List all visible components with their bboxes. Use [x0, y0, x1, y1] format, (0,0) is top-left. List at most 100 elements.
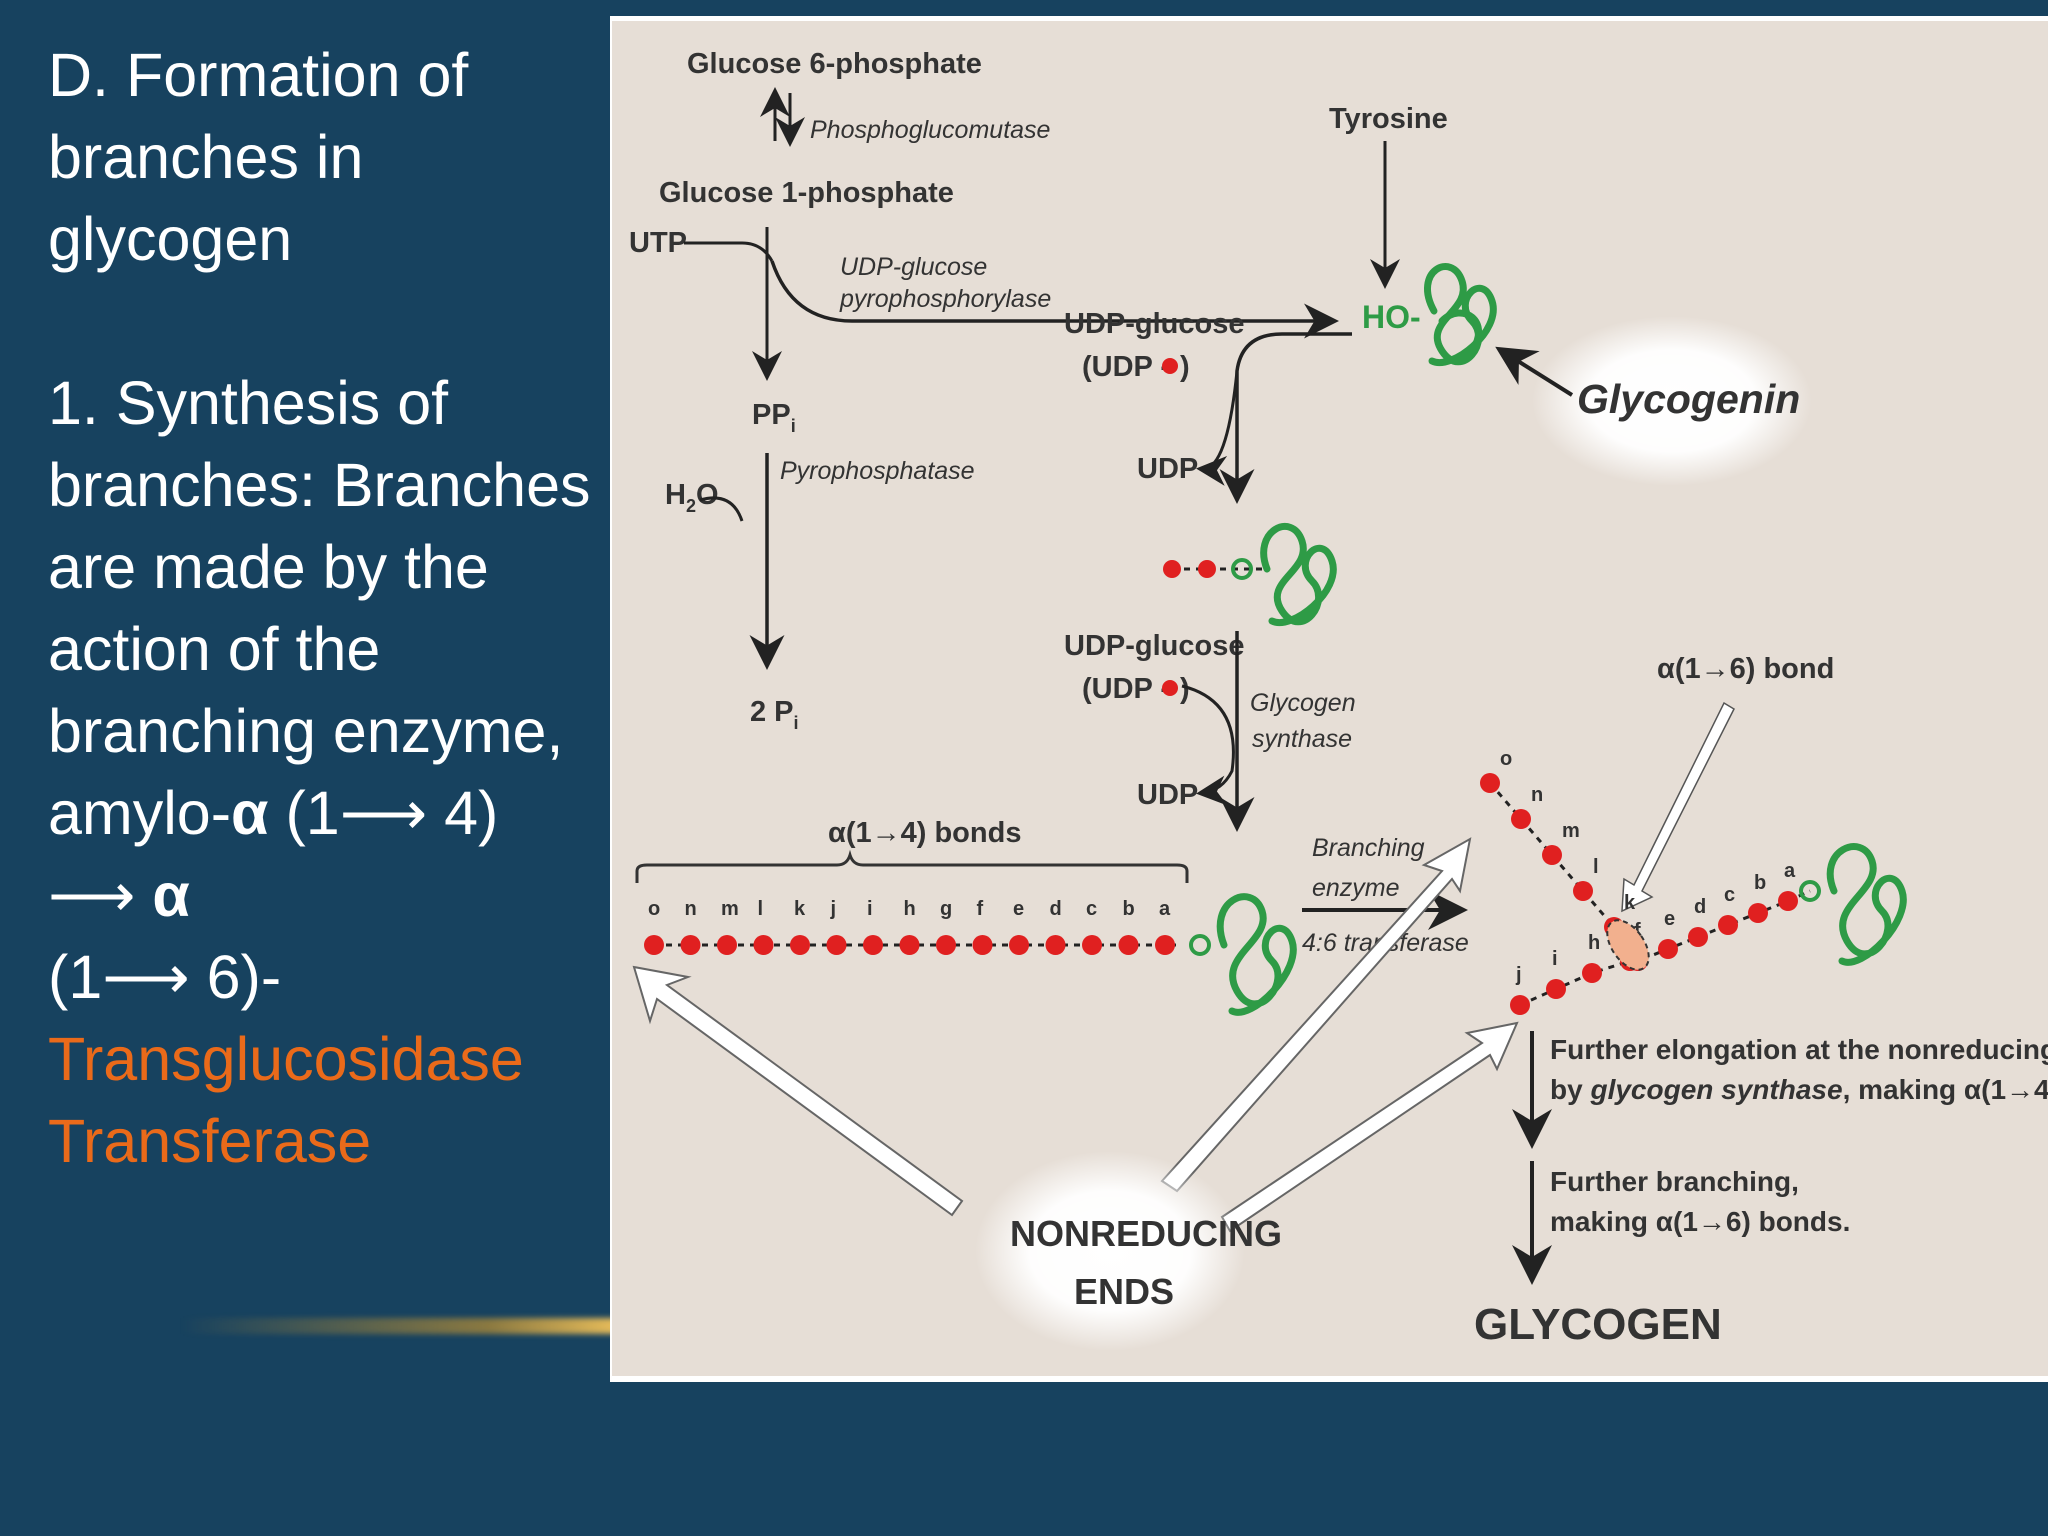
label-glycogen: GLYCOGEN — [1474, 1300, 1722, 1349]
label-elongation-2: by glycogen synthase, making α(1→4) bond… — [1550, 1074, 2048, 1105]
label-glycogenin: Glycogenin — [1577, 376, 1800, 422]
chain-letter: m — [721, 898, 739, 920]
chain-letter: j — [1515, 964, 1522, 986]
chain-letter: c — [1724, 884, 1735, 906]
label-glucose-1-phosphate: Glucose 1-phosphate — [659, 177, 954, 209]
chain-letter: l — [758, 898, 764, 920]
glucose-dot — [1510, 995, 1530, 1015]
glycogen-synthesis-diagram: Glucose 6-phosphate Phosphoglucomutase G… — [629, 48, 2048, 1351]
glucose-dot — [717, 935, 737, 955]
label-2pi: 2 Pi — [750, 696, 799, 733]
chain-letter: e — [1013, 898, 1024, 920]
chain-letter: b — [1754, 872, 1766, 894]
label-glycogen-synthase-2: synthase — [1252, 725, 1352, 753]
arrow-nonreducing-right — [1220, 1021, 1519, 1233]
label-a14-bonds: α(1→4) bonds — [828, 817, 1021, 849]
nonreducing-halo — [975, 1151, 1245, 1351]
label-nonreducing-2: ENDS — [1074, 1271, 1174, 1312]
glucose-dot — [1198, 560, 1216, 578]
chain-letter: j — [830, 898, 837, 920]
chain-letter: o — [1500, 748, 1512, 770]
heading-line-1: D. Formation of — [48, 41, 469, 109]
para-line-6c: (1⟶ 4) ⟶ — [48, 779, 499, 929]
slide-text: D. Formation of branches in glycogen 1. … — [48, 34, 593, 1182]
chain-letter: h — [1588, 932, 1600, 954]
glycogenin-protein-icon — [1216, 893, 1297, 1016]
para-line-7: (1⟶ 6)- — [48, 943, 282, 1011]
label-h2o: H2O — [665, 479, 719, 516]
glucose-dot — [680, 935, 701, 955]
glucose-dot — [1118, 935, 1139, 955]
chain-letter: h — [904, 898, 916, 920]
chain-letter: a — [1159, 898, 1171, 920]
glucose-dot — [1045, 935, 1066, 955]
glucose-dot — [1542, 845, 1562, 865]
chain-letter: n — [1531, 784, 1543, 806]
glycogenin-protein-icon — [1826, 843, 1907, 966]
para-line-6a: amylo- — [48, 779, 232, 847]
glucose-dot — [972, 935, 993, 955]
glucose-dot — [753, 935, 774, 955]
label-a16-bond: α(1→6) bond — [1657, 653, 1834, 685]
label-utp: UTP — [629, 227, 687, 259]
chain-letter: m — [1562, 820, 1580, 842]
chain-letter: k — [1624, 892, 1636, 914]
glucose-dot — [1162, 358, 1178, 374]
a14-bracket — [635, 849, 1189, 883]
label-ppi: PPi — [752, 399, 796, 436]
glucose-dot — [1573, 881, 1593, 901]
label-elongation-1: Further elongation at the nonreducing en… — [1550, 1034, 2048, 1065]
label-glucose-6-phosphate: Glucose 6-phosphate — [687, 48, 982, 80]
chain-letter: f — [1634, 920, 1641, 942]
glucose-dot — [1163, 560, 1181, 578]
chain-letter: i — [1552, 948, 1558, 970]
para-line-1: 1. Synthesis of — [48, 369, 449, 437]
chain-letter: e — [1664, 908, 1675, 930]
alpha-symbol: α — [231, 779, 269, 847]
label-udp-glucose-2: UDP-glucose — [1064, 630, 1244, 662]
arrow-nonreducing-left — [632, 965, 964, 1217]
glucose-dot — [899, 935, 920, 955]
chain-letter: b — [1123, 898, 1135, 920]
glucose-dot — [863, 935, 883, 955]
glucose-dot — [1162, 680, 1178, 696]
branch-point-highlight — [1606, 919, 1650, 971]
glycogenin-halo — [1532, 316, 1812, 486]
para-line-2: branches: Branches — [48, 451, 591, 519]
glucose-dot — [1778, 891, 1798, 911]
label-udp-2: UDP — [1137, 779, 1198, 811]
chain-letter: i — [867, 898, 873, 920]
slide-heading: D. Formation of branches in glycogen — [48, 34, 593, 280]
label-ho: HO- — [1362, 299, 1421, 335]
arrow-glycogenin — [1495, 346, 1574, 397]
glucose-dot — [1748, 903, 1768, 923]
diagram-panel: Glucose 6-phosphate Phosphoglucomutase G… — [610, 16, 2048, 1382]
chain-letter: l — [1593, 856, 1599, 878]
glucose-dot — [644, 935, 664, 955]
label-udp-dot-2: (UDP - — [1082, 673, 1170, 705]
glucose-dot — [826, 935, 847, 955]
arrow-udp-release-2 — [1181, 684, 1235, 806]
heading-line-2: branches in glycogen — [48, 123, 364, 273]
slide-paragraph: 1. Synthesis of branches: Branches are m… — [48, 362, 593, 1182]
label-branching-more-2: making α(1→6) bonds. — [1550, 1206, 1850, 1237]
para-line-5: branching enzyme, — [48, 697, 564, 765]
enzyme-name-transglucosidase: Transglucosidase — [48, 1025, 524, 1093]
label-udp-glucose-pyro-1: UDP-glucose — [840, 253, 987, 281]
chain-letter: d — [1050, 898, 1062, 920]
label-udp-dot: (UDP - — [1082, 351, 1170, 383]
arrow-udp-release-1 — [1196, 370, 1239, 486]
chain-letter: o — [648, 898, 660, 920]
glycogenin-o-link — [1231, 558, 1253, 580]
glucose-dot — [1480, 773, 1500, 793]
chain-letter: a — [1784, 860, 1796, 882]
para-line-4: action of the — [48, 615, 381, 683]
label-udp-glucose-pyro-2: pyrophosphorylase — [839, 285, 1051, 313]
label-branching-more-1: Further branching, — [1550, 1166, 1799, 1197]
arrow-nonreducing-middle — [1160, 837, 1472, 1193]
arrow-a16-pointer — [1621, 701, 1735, 913]
glycogenin-protein-icon — [1260, 523, 1337, 627]
glycogenin-o-link — [1189, 934, 1211, 956]
arrow-combine — [1219, 332, 1352, 504]
